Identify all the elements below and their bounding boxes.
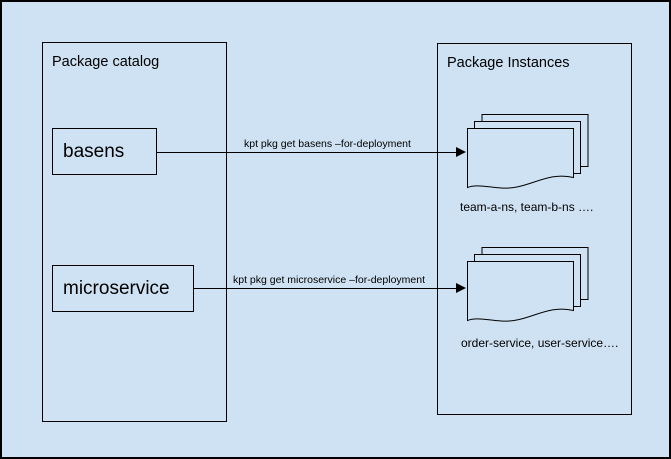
arrow-head-icon bbox=[456, 147, 466, 157]
package-catalog-title: Package catalog bbox=[52, 54, 160, 70]
package-instances-title: Package Instances bbox=[447, 55, 570, 71]
document-stack-icon bbox=[467, 247, 589, 322]
arrow-line-microservice bbox=[194, 288, 458, 289]
package-node-basens-label: basens bbox=[63, 140, 125, 162]
stack-caption-namespaces: team-a-ns, team-b-ns …. bbox=[460, 200, 594, 214]
arrow-label-basens-command: kpt pkg get basens –for-deployment bbox=[244, 138, 411, 150]
stack-caption-services: order-service, user-service…. bbox=[461, 336, 619, 350]
arrow-head-icon bbox=[456, 283, 466, 293]
arrow-line-basens bbox=[157, 152, 458, 153]
package-node-microservice: microservice bbox=[52, 265, 194, 312]
package-instances-box: Package Instances bbox=[437, 43, 632, 415]
package-node-basens: basens bbox=[52, 128, 157, 175]
package-catalog-box: Package catalog bbox=[42, 42, 227, 422]
arrow-label-microservice-command: kpt pkg get microservice –for-deployment bbox=[233, 274, 425, 286]
document-stack-icon bbox=[467, 114, 589, 189]
package-node-microservice-label: microservice bbox=[63, 277, 170, 299]
